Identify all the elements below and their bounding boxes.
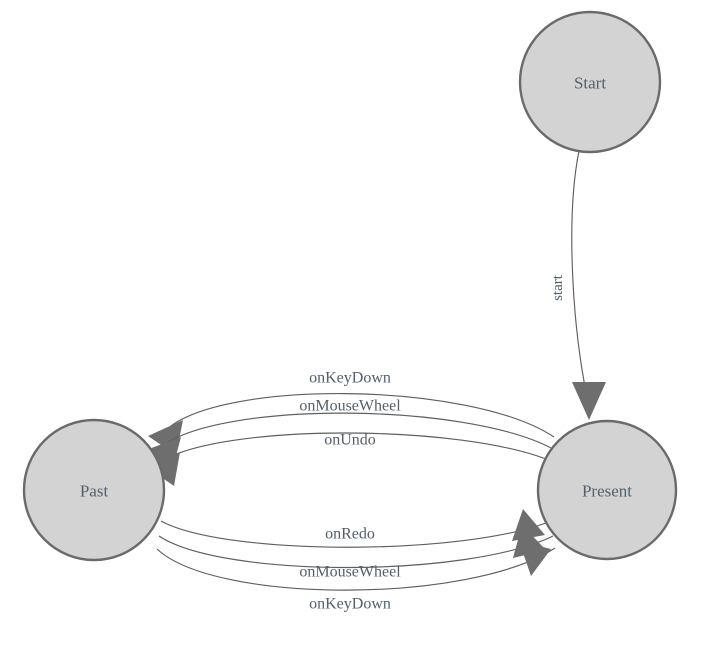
edge-label-past-present-onmousewheel: onMouseWheel <box>299 564 401 581</box>
edge-present-to-past-onmousewheel-path <box>160 412 554 450</box>
edge-start-to-present[interactable]: start <box>550 150 606 420</box>
node-start-label: Start <box>574 74 606 93</box>
edge-present-to-past-onkeydown-path <box>163 393 555 438</box>
edge-past-to-present-onredo[interactable]: onRedo <box>160 509 552 548</box>
edge-label-past-present-onkeydown: onKeyDown <box>309 596 391 613</box>
edge-label-start: start <box>550 274 566 301</box>
edge-past-to-present-onkeydown[interactable]: onKeyDown <box>156 541 556 613</box>
edge-label-present-past-onmousewheel: onMouseWheel <box>299 398 401 415</box>
edge-label-present-past-onundo: onUndo <box>324 432 376 449</box>
edge-past-to-present-onkeydown-path <box>156 547 556 591</box>
node-start[interactable]: Start <box>518 10 662 154</box>
edge-present-to-past-onundo[interactable]: onUndo <box>145 432 552 487</box>
edge-start-to-present-arrowhead <box>572 382 606 420</box>
edge-present-to-past-onundo-path <box>159 432 552 463</box>
edge-past-to-present-onkeydown-arrowhead <box>519 541 551 576</box>
edge-present-to-past-onundo-arrowhead <box>145 452 180 486</box>
edge-past-to-present-onmousewheel-path <box>158 535 554 569</box>
node-present-circle <box>536 419 678 561</box>
edge-label-past-present-onredo: onRedo <box>325 526 375 543</box>
edge-start-to-present-path <box>571 150 587 393</box>
node-past[interactable]: Past <box>22 418 166 562</box>
edge-past-to-present-onredo-path <box>160 520 552 548</box>
node-present[interactable]: Present <box>536 419 678 561</box>
edge-label-present-past-onkeydown: onKeyDown <box>309 370 391 387</box>
node-past-label: Past <box>80 482 109 501</box>
node-start-circle <box>518 10 662 154</box>
node-past-circle <box>22 418 166 562</box>
node-present-label: Present <box>582 482 632 501</box>
